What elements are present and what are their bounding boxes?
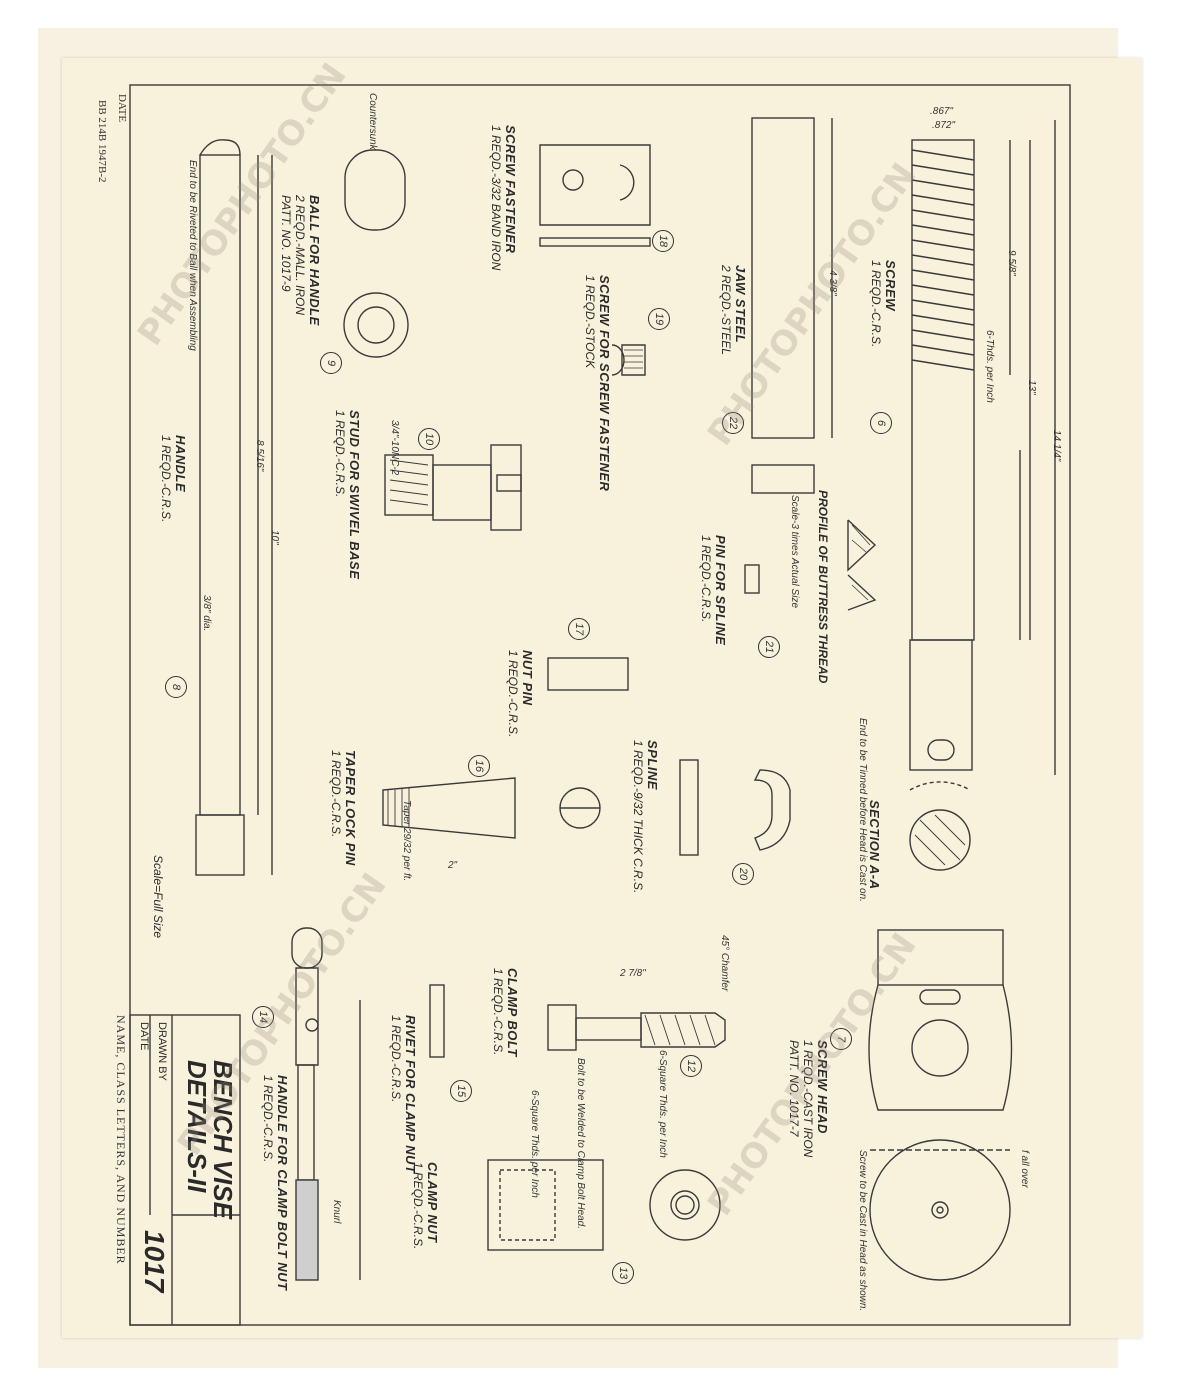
title-block-frame [129,1014,241,1326]
part-number-16: 16 [468,755,490,777]
dim-screw-13: 13" [1026,380,1037,395]
clamp-threads-note: 6-Square Thds. per Inch [657,1050,668,1158]
part-number-21: 21 [758,636,780,658]
taper-note: Taper 29/32 per ft. [401,800,412,882]
screw-threads-note: 6-Thds. per Inch [984,330,995,403]
dim-handle-length: 10" [269,530,280,545]
screw-fastener-part-18 [539,144,651,247]
nut-threads-note: 6-Square Thds. per Inch [529,1090,540,1198]
date-label: DATE [116,94,128,123]
screw-part-6 [909,120,1056,775]
dim-lock-pin-length: 2" [448,860,458,871]
dim-screw-dia: .867" [930,106,954,117]
part-number-10: 10 [418,428,440,450]
footer-name-label: NAME, CLASS LETTERS, AND NUMBER [114,1015,128,1265]
knurl-note: Knurl [331,1200,342,1224]
clamp-bolt-part-12 [547,1004,726,1051]
drawing-number: 1017 [139,1230,170,1293]
drawn-by-label: DRAWN BY [156,1022,168,1081]
head-cast-note: Screw to be Cast in Head as shown. [857,1150,868,1312]
scale-note: Scale=Full Size [151,855,165,939]
part-number-9: 9 [320,352,342,374]
taper-lock-pin-part-16 [382,777,601,839]
dim-screw-length: 14 1/4" [1051,430,1062,462]
rivet-part-15 [429,984,445,1058]
clamp-bolt-weld-note: Bolt to be Welded to Clamp Bolt Head. [575,1058,586,1230]
section-a-a [909,781,971,871]
dim-screw-thread-length: 9 5/8" [1006,250,1017,276]
buttress-thread-profile [847,519,877,611]
dim-clamp-length: 2 7/8" [620,968,646,979]
screw-for-fastener-part-19 [611,344,646,376]
chamfer-note: 45° Chamfer [719,935,730,992]
part-number-12: 12 [680,1055,702,1077]
part-number-13: 13 [612,1262,634,1284]
countersunk-note: Countersunk [367,93,378,150]
clamp-nut-part-13 [487,1159,721,1251]
dim-handle-mid: 8 5/16" [254,440,265,472]
clamp-nut-handle-part-14 [291,927,361,1281]
thread-scale-note: Scale-3 times Actual Size [789,495,800,609]
nut-pin-part-17 [547,657,629,691]
part-number-6: 6 [870,412,892,434]
spline-part-20 [679,759,791,856]
drawing-sheet [62,58,1142,1338]
dim-handle-dia: 3/8" dia. [201,595,212,632]
sheet-codes: BB 214B 1947B-2 [96,100,108,183]
stud-part-10 [384,444,522,531]
drawing-border [129,84,1071,1326]
thread-profile-note: PROFILE OF BUTTRESS THREAD [816,490,830,684]
date-field-label: DATE [138,1022,150,1051]
part-number-15: 15 [450,1080,472,1102]
part-number-20: 20 [732,863,754,885]
section-a-a-label: SECTION A-A [867,800,882,890]
handle-part-8 [195,139,273,876]
part-number-19: 19 [648,308,670,330]
dim-stud-thread: 3/4"-10NC-2 [389,420,400,476]
dim-finish-all-over: f all over [1019,1150,1030,1188]
ball-part-9 [343,149,409,358]
screw-head-part-7 [868,929,1013,1281]
part-number-18: 18 [652,230,674,252]
part-number-17: 17 [568,618,590,640]
tinned-end-note: End to be Tinned before Head is Cast on. [857,718,868,902]
part-number-8: 8 [165,676,187,698]
dim-screw-dia2: .872" [932,120,956,131]
jaw-steel-part-22 [751,117,833,494]
pin-part-21 [744,564,760,594]
